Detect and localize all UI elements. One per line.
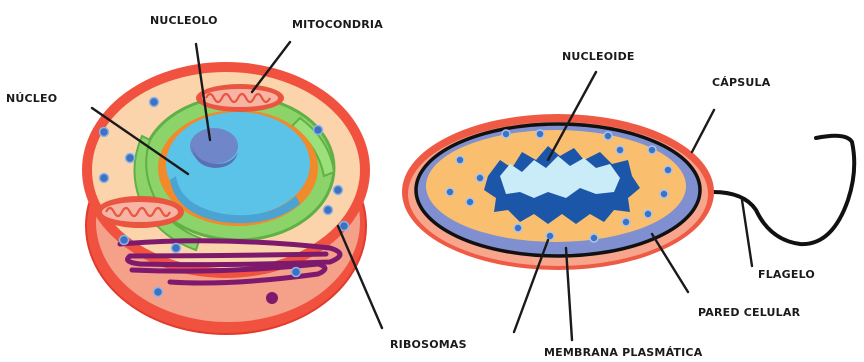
label-membrana-plasmatica: MEMBRANA PLASMÁTICA xyxy=(544,346,703,359)
label-nucleolo: NUCLEOLO xyxy=(150,14,218,27)
label-nucleoide: NUCLEOIDE xyxy=(562,50,635,63)
mitochondrion-bottom xyxy=(96,196,184,228)
label-capsula: CÁPSULA xyxy=(712,76,771,89)
flagellum xyxy=(690,136,854,244)
label-ribosomas: RIBOSOMAS xyxy=(390,338,467,351)
mitochondrion-top xyxy=(196,84,284,112)
eukaryotic-cell xyxy=(82,62,370,334)
label-flagelo: FLAGELO xyxy=(758,268,815,281)
leader-flagelo xyxy=(742,200,752,266)
label-nucleo: NÚCLEO xyxy=(6,92,57,105)
label-mitocondria: MITOCONDRIA xyxy=(292,18,383,31)
label-pared-celular: PARED CELULAR xyxy=(698,306,801,319)
leader-capsula xyxy=(692,110,714,152)
prokaryotic-cell xyxy=(402,114,854,270)
